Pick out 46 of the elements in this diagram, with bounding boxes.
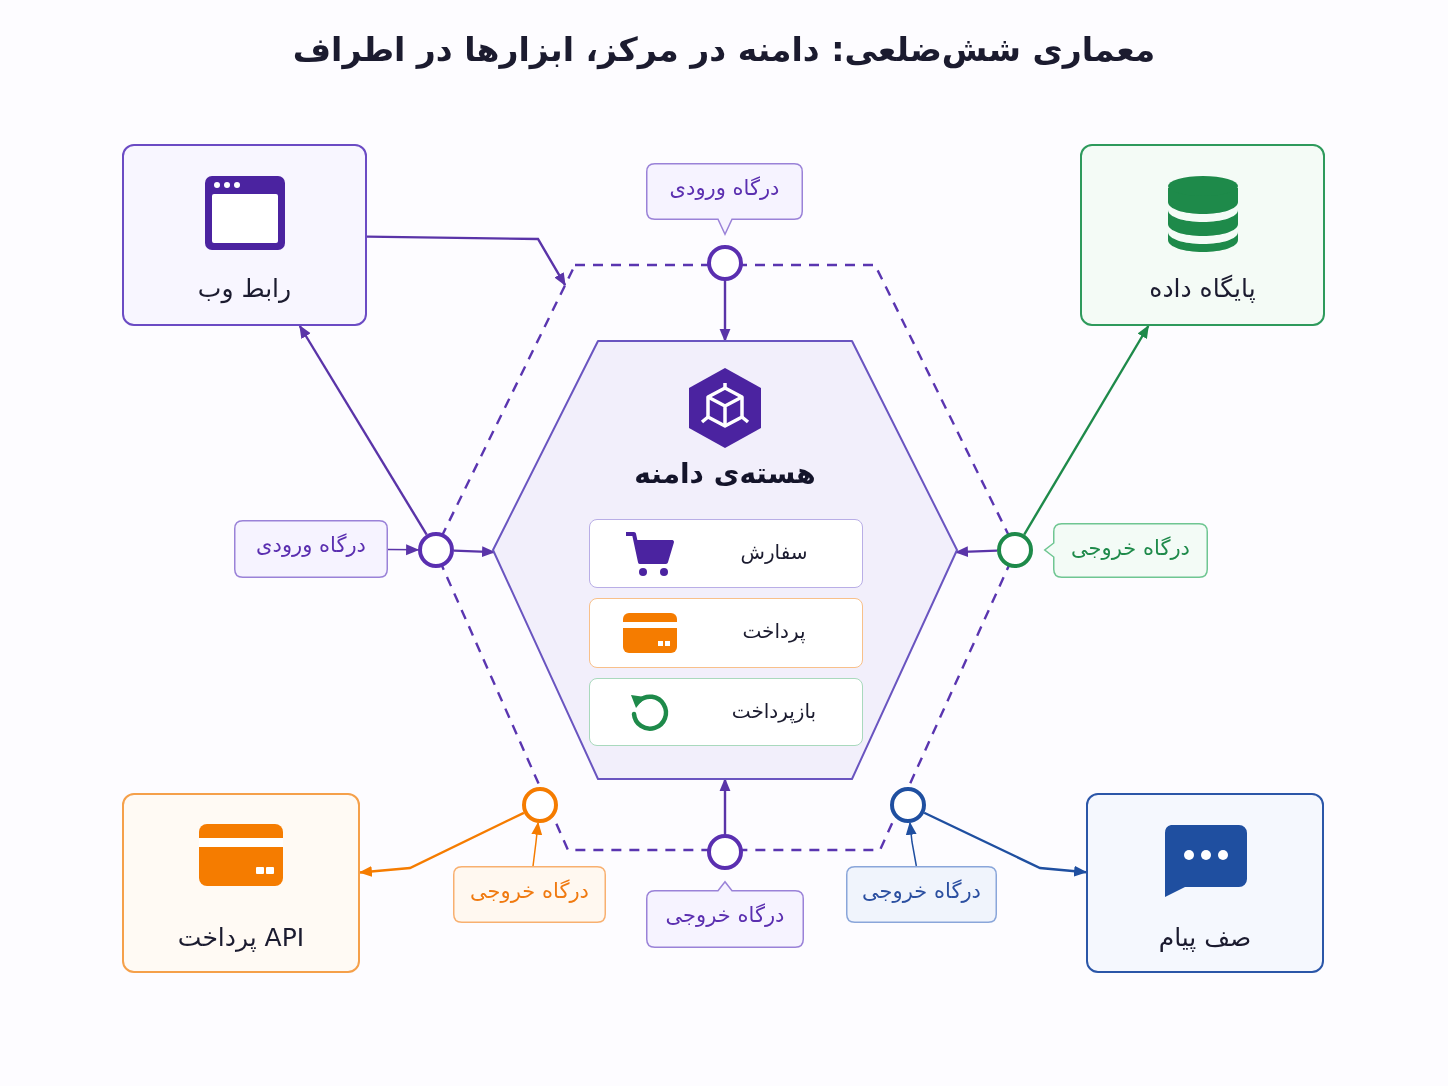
callout-bubble <box>453 866 606 923</box>
arrow <box>905 821 918 867</box>
callout-bubble <box>1043 523 1208 578</box>
port-circle <box>418 532 454 568</box>
callout-label: درگاه خروجی <box>861 879 982 903</box>
component-box <box>122 144 367 326</box>
arrow <box>298 325 428 536</box>
entity-row <box>589 519 863 588</box>
callout-bubble <box>646 880 804 948</box>
entity-label: بازپرداخت <box>730 699 818 723</box>
component-box <box>1080 144 1325 326</box>
component-box <box>122 793 360 973</box>
arrow <box>719 281 731 343</box>
arrow <box>358 811 525 877</box>
callout-label: درگاه ورودی <box>668 176 781 200</box>
core-title: هسته‌ی دامنه <box>633 457 817 490</box>
box-label: پایگاه داده <box>1148 274 1257 303</box>
port-circle <box>997 532 1033 568</box>
box-label: API پرداخت <box>176 923 306 952</box>
arrow <box>923 811 1088 877</box>
entity-row <box>589 598 863 668</box>
entity-label: پرداخت <box>741 619 807 643</box>
callout-label: درگاه خروجی <box>664 903 786 927</box>
arrow <box>367 235 567 287</box>
callout-bubble <box>846 866 997 923</box>
box-label: رابط وب <box>196 274 293 303</box>
callout-bubble <box>646 163 803 236</box>
callout-bubble <box>234 520 388 578</box>
box-label: صف پیام <box>1157 923 1253 952</box>
callout-label: درگاه خروجی <box>469 879 590 903</box>
port-circle <box>522 787 558 823</box>
port-circle <box>707 834 743 870</box>
core-hexagon <box>492 340 958 781</box>
arrow <box>531 821 543 867</box>
diagram-title: معماری شش‌ضلعی: دامنه در مرکز، ابزارها در اطراف <box>291 30 1157 69</box>
component-box <box>1086 793 1324 973</box>
entity-row <box>589 678 863 746</box>
port-circle <box>890 787 926 823</box>
callout-label: درگاه ورودی <box>255 533 367 557</box>
port-circle <box>707 245 743 281</box>
arrow <box>1023 325 1150 536</box>
arrow <box>954 546 998 558</box>
callout-label: درگاه خروجی <box>1070 536 1191 560</box>
entity-label: سفارش <box>739 540 809 564</box>
arrow <box>387 544 420 556</box>
arrow <box>453 546 496 558</box>
